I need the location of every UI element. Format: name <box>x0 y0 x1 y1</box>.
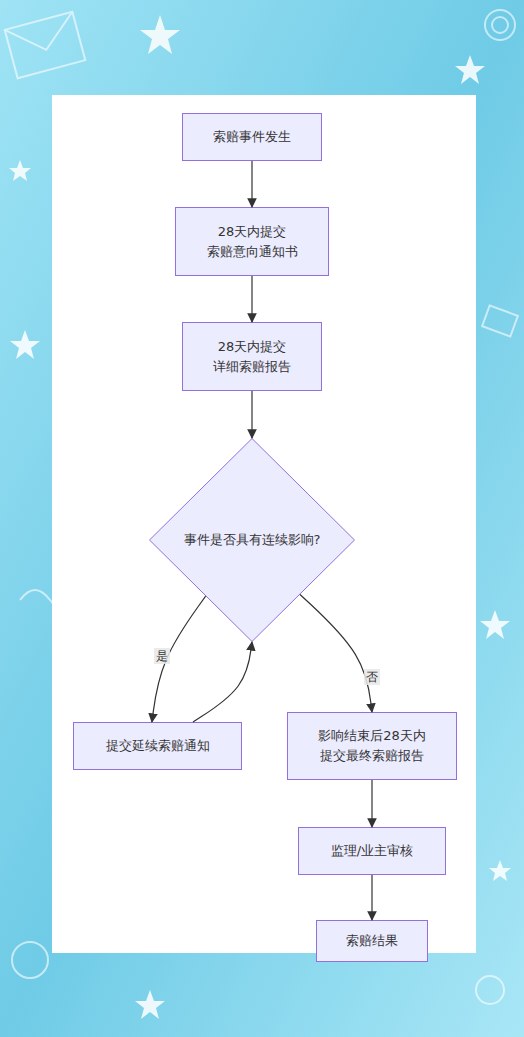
process-box: 索赔结果 <box>316 920 428 962</box>
diamond-shape <box>150 439 355 642</box>
flow-arrow <box>251 391 252 438</box>
node-text: 索赔事件发生 <box>213 127 291 147</box>
process-box: 监理/业主审核 <box>298 827 446 875</box>
text-holder: 28天内提交 详细索赔报告 <box>193 337 311 377</box>
flow-arrow <box>152 596 206 722</box>
node-text: 影响结束后28天内 提交最终索赔报告 <box>298 726 446 766</box>
flow-arrow <box>371 780 372 827</box>
flow-arrow <box>300 594 372 712</box>
node-text: 28天内提交 详细索赔报告 <box>193 337 311 377</box>
process-box: 28天内提交 索赔意向通知书 <box>175 207 329 276</box>
flow-arrow <box>371 875 372 920</box>
text-holder: 索赔事件发生 <box>213 127 291 147</box>
doodles <box>5 10 518 1004</box>
flow-arrow <box>251 276 252 322</box>
text-holder: 提交延续索赔通知 <box>106 736 210 756</box>
node-text: 监理/业主审核 <box>331 841 413 861</box>
process-box: 28天内提交 详细索赔报告 <box>182 322 322 391</box>
node-text: 索赔结果 <box>346 931 398 951</box>
edge-label: 是 <box>154 648 170 664</box>
text-holder: 28天内提交 索赔意向通知书 <box>186 222 318 262</box>
text-holder: 监理/业主审核 <box>331 841 413 861</box>
text-holder: 影响结束后28天内 提交最终索赔报告 <box>298 726 446 766</box>
edge-label: 否 <box>364 669 380 685</box>
stars <box>9 15 511 1019</box>
flow-arrow <box>193 642 252 722</box>
process-box: 提交延续索赔通知 <box>73 722 242 770</box>
flow-arrow <box>251 161 252 207</box>
node-text: 提交延续索赔通知 <box>106 736 210 756</box>
process-box: 索赔事件发生 <box>182 113 322 161</box>
text-holder: 事件是否具有连续影响? <box>184 530 321 550</box>
decision-diamond: 事件是否具有连续影响? <box>149 438 355 642</box>
node-text: 28天内提交 索赔意向通知书 <box>186 222 318 262</box>
text-holder: 索赔结果 <box>346 931 398 951</box>
node-text: 事件是否具有连续影响? <box>184 530 321 550</box>
process-box: 影响结束后28天内 提交最终索赔报告 <box>287 712 457 780</box>
